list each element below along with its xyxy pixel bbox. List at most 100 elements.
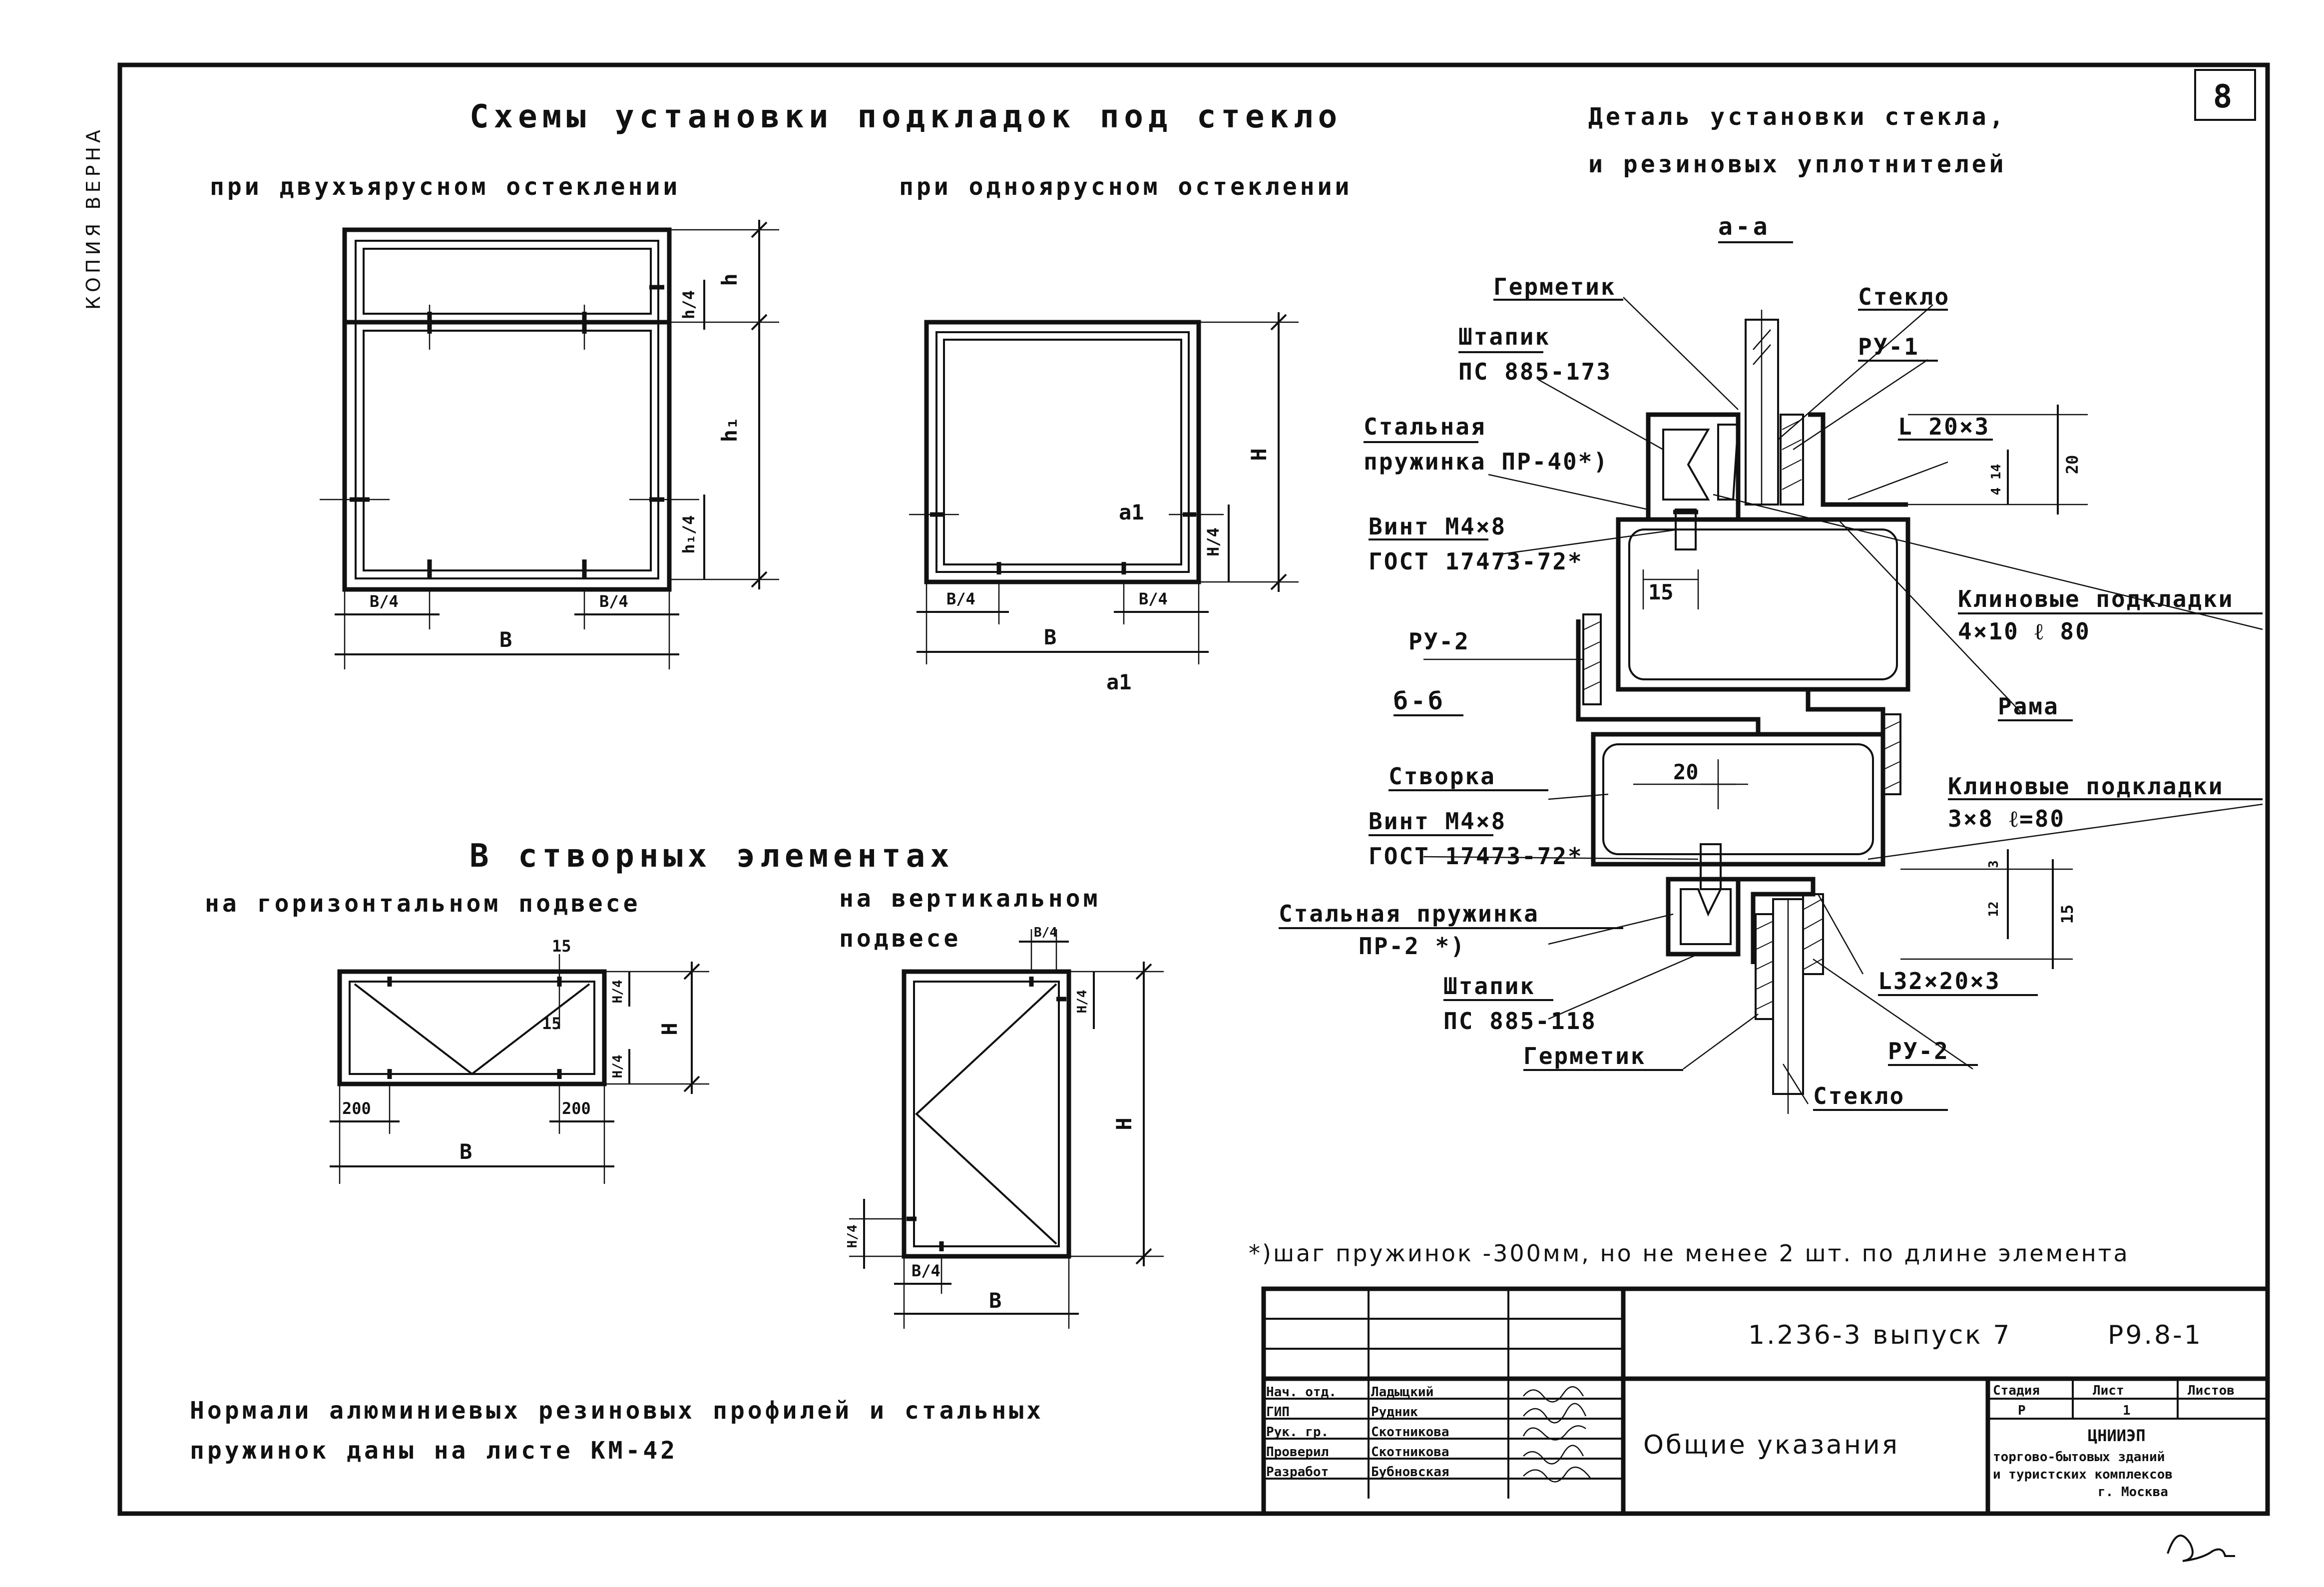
sash-profile: [1591, 732, 1885, 867]
label-vint-top-gost: ГОСТ 17473-72*: [1369, 548, 1583, 575]
stamp-name-2: Скотникова: [1371, 1425, 1449, 1440]
scheme-vertical-hanging: B/4 H H/4 H/4 B/4 B: [845, 925, 1164, 1329]
label-stvorka: Створка: [1389, 763, 1496, 790]
section-aa-label: а-а: [1718, 213, 1771, 241]
dim-15-right: 15: [2058, 905, 2077, 924]
dim-b4-vertical: B/4: [912, 1261, 940, 1280]
stamp-org-4: г. Москва: [2098, 1485, 2168, 1500]
stamp-role-2: Рук. гр.: [1266, 1425, 1329, 1440]
single-tier-subtitle: при одноярусном остеклении: [899, 173, 1352, 201]
stamp-title: Общие указания: [1643, 1430, 1899, 1460]
angle-l20: [1808, 412, 1908, 507]
dim-b4-single-left: B/4: [946, 589, 975, 608]
dim-15-section: 15: [1648, 580, 1674, 604]
dim-h: h: [717, 273, 742, 286]
section-bb-label: б-б: [1394, 687, 1446, 715]
label-steklo-bottom: Стекло: [1813, 1082, 1905, 1109]
dim-H4-vertical-right: H/4: [1075, 990, 1090, 1014]
label-stal-top: Стальная: [1364, 413, 1486, 440]
dim-3: 3: [1986, 860, 2001, 868]
dim-H-single: H: [1247, 448, 1271, 461]
dim-12: 12: [1986, 901, 2001, 917]
label-vint-bottom: Винт М4×8: [1369, 808, 1506, 835]
label-shtapik-top: Штапик: [1458, 323, 1550, 350]
section-mark-a1-side: a1: [1119, 500, 1144, 525]
dim-b: B: [499, 627, 512, 652]
dim-h1: h₁: [717, 417, 742, 443]
dim-b4-vertical-top: B/4: [1034, 925, 1057, 940]
dim-H4-single: H/4: [1204, 528, 1223, 556]
stamp-sheet-code: Р9.8-1: [2108, 1320, 2203, 1350]
label-klin-bottom-size: 3×8 ℓ=80: [1948, 805, 2065, 832]
label-ru2-top: РУ-2: [1408, 628, 1470, 655]
detail-title-line1: Деталь установки стекла,: [1588, 103, 2007, 131]
label-vint-bottom-gost: ГОСТ 17473-72*: [1369, 843, 1583, 870]
dim-b-horizontal: B: [460, 1139, 472, 1164]
dim-4-14: 4 14: [1989, 464, 2004, 496]
stamp-org-3: и туристских комплексов: [1993, 1467, 2173, 1482]
sheet-frame: [117, 62, 2270, 1516]
angle-l32: [1738, 877, 1816, 964]
stamp-name-3: Скотникова: [1371, 1445, 1449, 1460]
stamp-list-head: Лист: [2093, 1383, 2124, 1398]
dim-200-left: 200: [342, 1099, 371, 1118]
dim-H4-horizontal-top: H/4: [610, 980, 625, 1004]
label-klin-top: Клиновые подкладки: [1958, 585, 2234, 612]
signature-0: [1523, 1386, 1584, 1403]
section-mark-a1-bottom: a1: [1106, 670, 1132, 694]
label-l20: L 20×3: [1898, 413, 1990, 440]
lower-bead: [1666, 877, 1741, 957]
label-shtapik-bottom: Штапик: [1443, 973, 1535, 1000]
stamp-role-4: Разработ: [1266, 1465, 1329, 1480]
dim-b-single: B: [1044, 625, 1056, 649]
normali-line1: Нормали алюминиевых резиновых профилей и…: [190, 1397, 1044, 1425]
scheme-horizontal-hanging: 15 15 H H/4 H/4 200 200 B: [330, 937, 709, 1184]
dim-b4-single-right: B/4: [1139, 589, 1168, 608]
label-shtapik-bottom-code: ПС 885-118: [1443, 1008, 1597, 1035]
horizontal-hanging-subtitle: на горизонтальном подвесе: [205, 890, 640, 918]
dim-15-top: 15: [552, 937, 571, 956]
vertical-hanging-subtitle-2: подвесе: [839, 925, 961, 953]
dim-200-right: 200: [562, 1099, 591, 1118]
detail-title-line2: и резиновых уплотнителей: [1588, 150, 2007, 178]
label-stal-bottom: Стальная пружинка: [1279, 900, 1539, 927]
double-tier-subtitle: при двухъярусном остеклении: [210, 173, 680, 201]
frame-profile: [1616, 517, 1910, 692]
sheet-number: 8: [2213, 78, 2238, 115]
stamp-stage-value: Р: [2018, 1403, 2026, 1418]
footnote: *)шаг пружинок -300мм, но не менее 2 шт.…: [1249, 1240, 2130, 1267]
label-germetik-top: Герметик: [1493, 273, 1616, 300]
stamp-lists-head: Листов: [2188, 1383, 2235, 1398]
dim-15-inner: 15: [542, 1014, 561, 1033]
dim-h4: h/4: [679, 290, 698, 319]
stamp-name-1: Рудник: [1371, 1405, 1418, 1420]
sheet-number-box: [2194, 69, 2256, 121]
title-block: 1.236-3 выпуск 7 Р9.8-1 Общие указания С…: [1261, 1286, 2270, 1516]
dim-b-vertical: B: [989, 1288, 1001, 1313]
stamp-role-1: ГИП: [1266, 1405, 1290, 1420]
label-vint-top: Винт М4×8: [1369, 513, 1506, 540]
label-l32: L32×20×3: [1878, 968, 2001, 995]
signature-4: [1523, 1466, 1591, 1483]
stamp-role-3: Проверил: [1266, 1445, 1329, 1460]
sash-title: В створных элементах: [469, 838, 954, 875]
label-stal-bottom-code: ПР-2 *): [1359, 933, 1466, 960]
signature-3: [1523, 1445, 1584, 1465]
stamp-stage-head: Стадия: [1993, 1383, 2040, 1398]
stamp-org-2: торгово-бытовых зданий: [1993, 1450, 2165, 1465]
signature-1: [1523, 1403, 1587, 1424]
label-germetik-bottom: Герметик: [1523, 1043, 1646, 1069]
dim-H-vertical: H: [1112, 1117, 1136, 1130]
stamp-name-4: Бубновская: [1371, 1465, 1449, 1480]
dim-H4-vertical-left: H/4: [845, 1225, 860, 1248]
stamp-doc-code: 1.236-3 выпуск 7: [1748, 1320, 2011, 1350]
label-klin-top-size: 4×10 ℓ 80: [1958, 618, 2091, 645]
dim-b4-left: B/4: [370, 592, 399, 611]
scheme-double-tier: h h₁ h/4 h₁/4 B/4 B/4 B: [320, 220, 779, 669]
signature-2: [1522, 1425, 1586, 1441]
normali-line2: пружинок даны на листе КМ-42: [190, 1437, 678, 1465]
dim-h1-4: h₁/4: [679, 515, 698, 553]
approval-signature: [2167, 1535, 2235, 1562]
detail-section: а-а: [1279, 213, 2263, 1114]
